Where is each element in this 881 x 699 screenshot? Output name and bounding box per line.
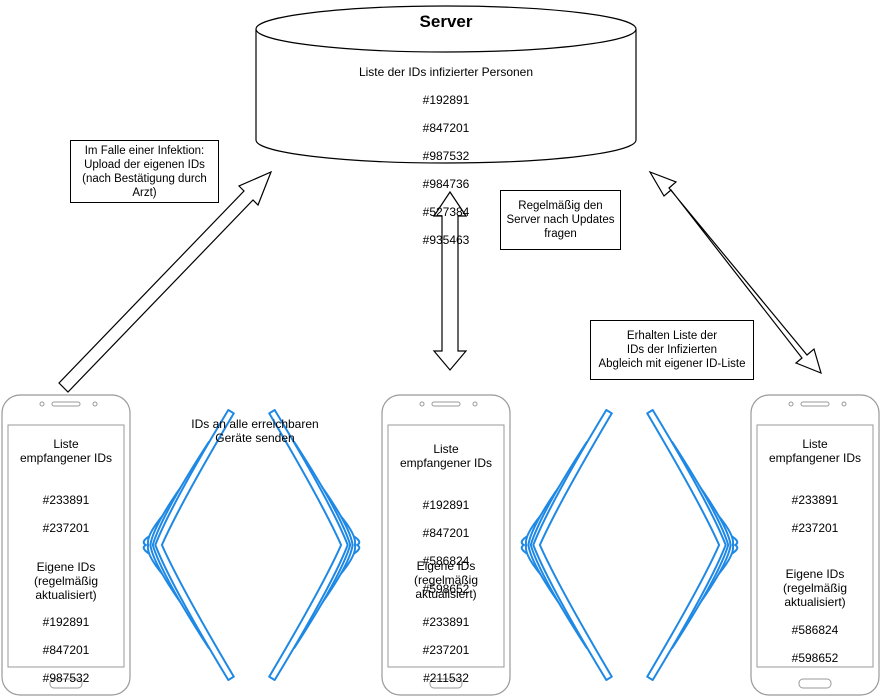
infected-id: #847201 <box>422 121 470 135</box>
poll-note: Regelmäßig den Server nach Updates frage… <box>500 190 621 250</box>
phone-2-received-ids: #192891 #847201 #586824 #598652 <box>388 484 504 610</box>
infected-id: #192891 <box>422 93 470 107</box>
broadcast-label: IDs an alle erreichbaren Geräte senden <box>191 417 319 445</box>
infected-id: #987532 <box>422 149 470 163</box>
signal-wave-right-1 <box>268 409 361 681</box>
infected-ids-list-title: Liste der IDs infizierter Personen <box>358 65 534 79</box>
own-id: #586824 <box>791 623 839 637</box>
phone-1-body <box>1 394 131 696</box>
phone-3-received-ids: #233891 #237201 <box>757 479 873 549</box>
phone-3-received-title: Liste empfangener IDs <box>768 437 862 465</box>
infected-id: #527384 <box>422 205 470 219</box>
download-arrow <box>648 170 822 375</box>
own-id: #211532 <box>423 671 469 685</box>
signal-band <box>154 409 235 681</box>
phone-2-received-title: Liste empfangener IDs <box>399 442 493 470</box>
received-id: #237201 <box>42 521 90 535</box>
received-id: #192891 <box>422 498 470 512</box>
signal-waves <box>142 409 739 681</box>
signal-band <box>268 409 349 681</box>
infected-id: #935463 <box>422 233 470 247</box>
phone-3-own-title: Eigene IDs (regelmäßig aktualisiert) <box>782 567 848 609</box>
phone-2-body <box>381 394 511 696</box>
received-id: #237201 <box>791 521 839 535</box>
own-id: #192891 <box>42 615 90 629</box>
own-id: #847201 <box>42 643 90 657</box>
signal-band <box>532 409 613 681</box>
upload-arrow <box>58 170 273 393</box>
received-id: #233891 <box>791 493 839 507</box>
phone-2-own-title: Eigene IDs (regelmäßig aktualisiert) <box>413 559 479 601</box>
infected-id: #984736 <box>422 177 470 191</box>
own-id: #598652 <box>791 651 839 665</box>
receive-note: Erhalten Liste der IDs der Infizierten A… <box>590 320 754 380</box>
server-cylinder <box>255 5 637 164</box>
phone-1-received-ids: #233891 #237201 <box>8 479 124 549</box>
upload-note: Im Falle einer Infektion: Upload der eig… <box>70 140 219 203</box>
signal-wave-left-2 <box>520 409 613 681</box>
received-id: #598652 <box>422 582 470 596</box>
infected-ids-list: #192891 #847201 #987532 #984736 #527384 … <box>396 79 496 261</box>
server-sync-arrow <box>432 190 468 371</box>
received-id: #233891 <box>42 493 90 507</box>
signal-wave-left-1 <box>142 409 235 681</box>
signal-band <box>646 409 727 681</box>
own-id: #237201 <box>422 643 470 657</box>
phone-3-own-ids: #586824 #598652 <box>757 609 873 679</box>
own-id: #233891 <box>422 615 470 629</box>
phone-1-received-title: Liste empfangener IDs <box>19 437 113 465</box>
phone-2-own-ids: #233891 #237201 #211532 <box>388 601 504 699</box>
received-id: #586824 <box>422 554 470 568</box>
received-id: #847201 <box>422 526 470 540</box>
own-id: #987532 <box>42 671 90 685</box>
phone-3-body <box>750 394 880 696</box>
server-title: Server <box>419 12 473 31</box>
phone-1-own-title: Eigene IDs (regelmäßig aktualisiert) <box>33 560 99 602</box>
signal-wave-right-2 <box>646 409 739 681</box>
phone-1-own-ids: #192891 #847201 #987532 <box>8 601 124 699</box>
